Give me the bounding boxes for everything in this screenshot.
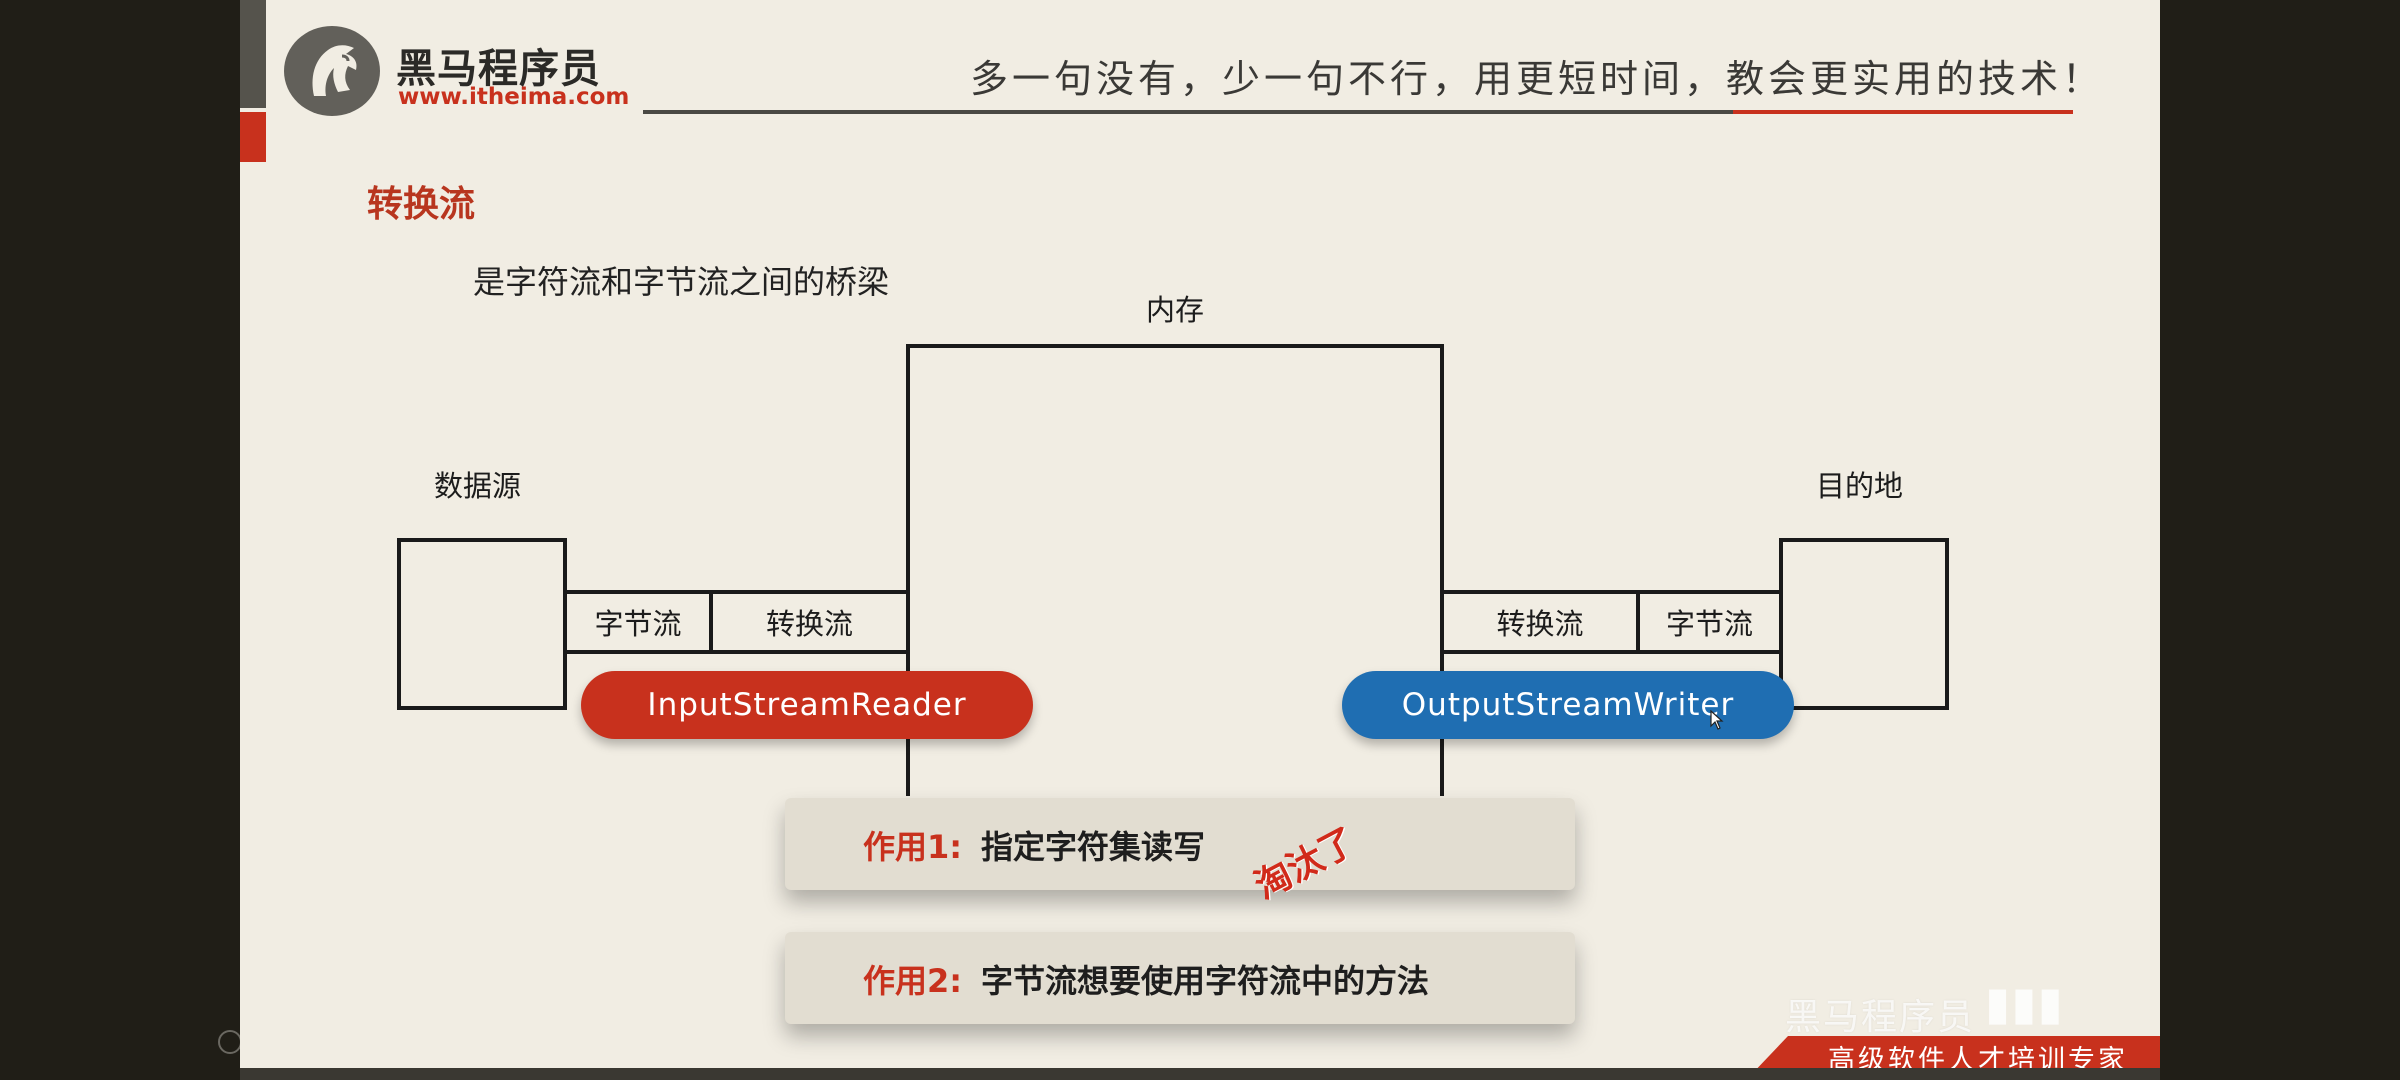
footer-tagline: 高级软件人才培训专家 bbox=[1828, 1045, 2128, 1068]
purpose-card-1: 作用1: 指定字符集读写 bbox=[785, 798, 1575, 890]
purpose-card-2: 作用2: 字节流想要使用字符流中的方法 bbox=[785, 932, 1575, 1024]
purpose-1-prefix: 作用1: bbox=[863, 828, 963, 866]
footer-band bbox=[1750, 1036, 2160, 1068]
memory-frame-top bbox=[906, 344, 1444, 348]
memory-frame-right bbox=[1440, 344, 1444, 796]
left-convert-stream-cell: 转换流 bbox=[709, 590, 910, 654]
horse-logo-icon bbox=[284, 26, 380, 116]
slide-bottom-strip bbox=[240, 1068, 2160, 1080]
camera-icon[interactable] bbox=[218, 1030, 242, 1054]
purpose-2-text: 字节流想要使用字符流中的方法 bbox=[981, 962, 1430, 1000]
right-byte-stream-cell: 字节流 bbox=[1636, 590, 1783, 654]
purpose-1-text: 指定字符集读写 bbox=[981, 828, 1206, 866]
memory-label: 内存 bbox=[1146, 293, 1205, 327]
slide-title: 转换流 bbox=[367, 184, 476, 225]
left-letterbox bbox=[0, 0, 240, 1080]
memory-frame-left bbox=[906, 344, 910, 796]
logo-text: 黑马程序员 bbox=[396, 46, 601, 92]
output-stream-writer-pill: OutputStreamWriter bbox=[1342, 671, 1794, 739]
slogan: 多一句没有，少一句不行，用更短时间，教会更实用的技术！ bbox=[970, 57, 2105, 101]
slide-subtitle: 是字符流和字节流之间的桥梁 bbox=[473, 263, 890, 301]
corner-decoration-red bbox=[240, 112, 266, 162]
watermark-text: 黑马程序员 bbox=[1785, 997, 1976, 1038]
left-byte-stream-cell: 字节流 bbox=[563, 590, 713, 654]
presentation-slide: 黑马程序员 www.itheima.com 多一句没有，少一句不行，用更短时间，… bbox=[240, 0, 2160, 1068]
destination-label: 目的地 bbox=[1816, 469, 1904, 503]
mouse-cursor-icon bbox=[1710, 710, 1724, 730]
header-divider-accent bbox=[1733, 110, 2073, 114]
purpose-2-prefix: 作用2: bbox=[863, 962, 963, 1000]
right-convert-stream-cell: 转换流 bbox=[1440, 590, 1640, 654]
right-letterbox bbox=[2160, 0, 2400, 1080]
source-label: 数据源 bbox=[434, 469, 522, 503]
header-divider bbox=[643, 110, 2073, 114]
watermark-logo-icon: ▮▮▮ bbox=[1985, 976, 2064, 1030]
corner-decoration-gray bbox=[240, 0, 266, 108]
source-box bbox=[397, 538, 567, 710]
logo-url: www.itheima.com bbox=[398, 84, 630, 110]
destination-box bbox=[1779, 538, 1949, 710]
input-stream-reader-pill: InputStreamReader bbox=[581, 671, 1033, 739]
